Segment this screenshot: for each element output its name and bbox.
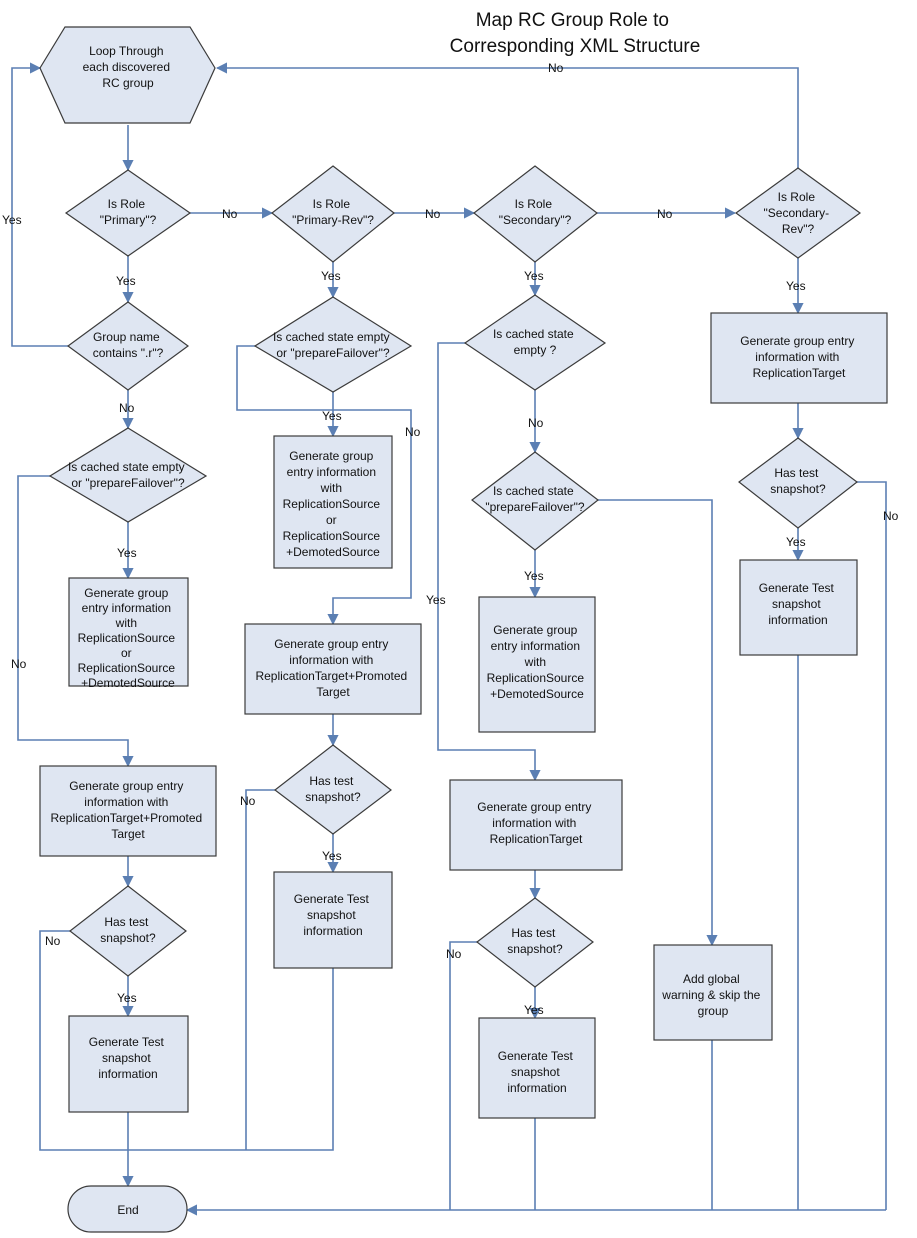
decision-test-snapshot-1: Has test snapshot? — [69, 885, 187, 977]
label-primary-yes: Yes — [116, 274, 136, 288]
svg-text:Is cached state empty: Is cached state empty ? — [493, 327, 577, 357]
process-generate-source-3: Generate group entry information with Re… — [478, 596, 596, 733]
label-cached1-no: No — [11, 657, 27, 671]
label-primary-rev-no: No — [425, 207, 441, 221]
process-global-warning: Add global warning & skip the group — [653, 944, 773, 1041]
edge-snap4-no — [857, 481, 887, 1210]
svg-text:Generate Test snapshot: Generate Test snapshot information — [89, 1035, 168, 1081]
process-test-snapshot-2: Generate Test snapshot information — [273, 871, 393, 969]
edge-groupname-yes-loop — [11, 62, 68, 347]
edge-snap3-no — [449, 941, 478, 1210]
decision-cached-state-4: Is cached state "prepareFailover"? — [471, 451, 599, 551]
decision-cached-state-2: Is cached state empty or "prepareFailove… — [253, 296, 413, 393]
decision-group-name: Group name contains ".r"? — [66, 301, 190, 391]
svg-text:Generate group entry i: Generate group entry information with Re… — [487, 623, 588, 701]
svg-text:Is cached state "prepa: Is cached state "prepareFailover"? — [485, 484, 585, 514]
process-test-snapshot-3: Generate Test snapshot information — [478, 1017, 596, 1119]
decision-cached-state-1: Is cached state empty or "prepareFailove… — [48, 427, 208, 523]
svg-text:Has test snapshot?: Has test snapshot? — [507, 926, 563, 956]
end-terminator: End — [67, 1185, 188, 1233]
svg-text:Generate group entry i: Generate group entry information with Re… — [477, 800, 594, 846]
process-generate-target-3: Generate group entry information with Re… — [449, 779, 623, 871]
process-generate-source-1: Generate group entry information with Re… — [68, 577, 189, 690]
edge-cached1-no — [17, 475, 134, 768]
label-secondary-rev-no: No — [548, 61, 564, 75]
svg-text:Generate group entry i: Generate group entry information with Re… — [78, 586, 179, 690]
decision-test-snapshot-2: Has test snapshot? — [274, 744, 392, 835]
svg-text:Generate group entry i: Generate group entry information with Re… — [740, 334, 857, 380]
edge-psnap2-down — [128, 968, 334, 1151]
svg-text:Group name contains ".: Group name contains ".r"? — [93, 330, 164, 360]
label-snap3-yes: Yes — [524, 1003, 544, 1017]
label-primary-no: No — [222, 207, 238, 221]
label-snap4-no: No — [883, 509, 899, 523]
process-generate-target-2: Generate group entry information with Re… — [244, 623, 422, 715]
svg-text:Is Role "Secondary-: Is Role "Secondary- Rev"? — [764, 190, 833, 236]
edge-cached2-no — [236, 345, 412, 626]
label-groupname-no: No — [119, 401, 135, 415]
decision-role-primary: Is Role "Primary"? — [64, 169, 192, 257]
svg-text:Is cached state empty: Is cached state empty or "prepareFailove… — [273, 330, 393, 360]
svg-text:End: End — [117, 1203, 138, 1217]
label-snap1-yes: Yes — [117, 991, 137, 1005]
decision-role-secondary: Is Role "Secondary"? — [473, 165, 598, 263]
label-groupname-yes: Yes — [2, 213, 22, 227]
label-cached3-no: No — [528, 416, 544, 430]
loop-node: Loop Through each discovered RC group — [39, 26, 216, 124]
label-snap3-no: No — [446, 947, 462, 961]
diagram-title: Map RC Group Role to Corresponding XML S… — [450, 10, 701, 57]
process-generate-target-1: Generate group entry information with Re… — [39, 765, 217, 857]
svg-text:Add global warning & s: Add global warning & skip the group — [661, 972, 763, 1018]
svg-text:Generate Test snapshot: Generate Test snapshot information — [759, 581, 838, 627]
label-cached3-yes: Yes — [426, 593, 446, 607]
edge-secondary-rev-no-loop — [215, 62, 799, 168]
svg-text:Generate group entry i: Generate group entry information with Re… — [283, 449, 384, 559]
decision-role-secondary-rev: Is Role "Secondary- Rev"? — [734, 167, 862, 259]
label-secondary-rev-yes: Yes — [786, 279, 806, 293]
process-generate-target-4: Generate group entry information with Re… — [710, 312, 888, 404]
decision-role-primary-rev: Is Role "Primary-Rev"? — [271, 165, 395, 263]
svg-text:Is Role "Primary-Rev"?: Is Role "Primary-Rev"? — [292, 197, 374, 227]
svg-text:Generate Test snapshot: Generate Test snapshot information — [498, 1049, 577, 1095]
label-snap4-yes: Yes — [786, 535, 806, 549]
edge-cached3-yes — [437, 342, 541, 782]
label-cached2-yes: Yes — [322, 409, 342, 423]
process-generate-source-2: Generate group entry information with Re… — [273, 435, 393, 569]
svg-text:Generate group entry i: Generate group entry information with Re… — [50, 779, 205, 841]
svg-text:Generate group entry i: Generate group entry information with Re… — [255, 637, 410, 699]
label-secondary-yes: Yes — [524, 269, 544, 283]
svg-text:Has test snapshot?: Has test snapshot? — [770, 466, 826, 496]
decision-cached-state-3: Is cached state empty ? — [463, 294, 607, 391]
label-snap2-no: No — [240, 794, 256, 808]
edge-cached4-no — [598, 499, 718, 947]
label-snap1-no: No — [45, 934, 61, 948]
svg-text:Is Role "Secondary"?: Is Role "Secondary"? — [499, 197, 572, 227]
label-secondary-no: No — [657, 207, 673, 221]
decision-test-snapshot-4: Has test snapshot? — [738, 437, 858, 529]
svg-text:Is Role "Primary"?: Is Role "Primary"? — [100, 197, 157, 227]
label-snap2-yes: Yes — [322, 849, 342, 863]
edge-snap2-no — [245, 789, 275, 1150]
process-test-snapshot-1: Generate Test snapshot information — [68, 1015, 189, 1113]
loop-node-label: Loop Through each discovered RC group — [83, 44, 174, 90]
svg-text:Has test snapshot?: Has test snapshot? — [305, 774, 361, 804]
edge-snap1-no — [39, 930, 128, 1151]
label-cached2-no: No — [405, 425, 421, 439]
decision-test-snapshot-3: Has test snapshot? — [476, 897, 594, 988]
label-primary-rev-yes: Yes — [321, 269, 341, 283]
svg-text:Generate Test snapshot: Generate Test snapshot information — [294, 892, 373, 938]
svg-text:Is cached state empty: Is cached state empty or "prepareFailove… — [68, 460, 188, 490]
label-cached4-yes: Yes — [524, 569, 544, 583]
label-cached1-yes: Yes — [117, 546, 137, 560]
process-test-snapshot-4: Generate Test snapshot information — [739, 559, 858, 656]
svg-text:Has test snapshot?: Has test snapshot? — [100, 915, 156, 945]
